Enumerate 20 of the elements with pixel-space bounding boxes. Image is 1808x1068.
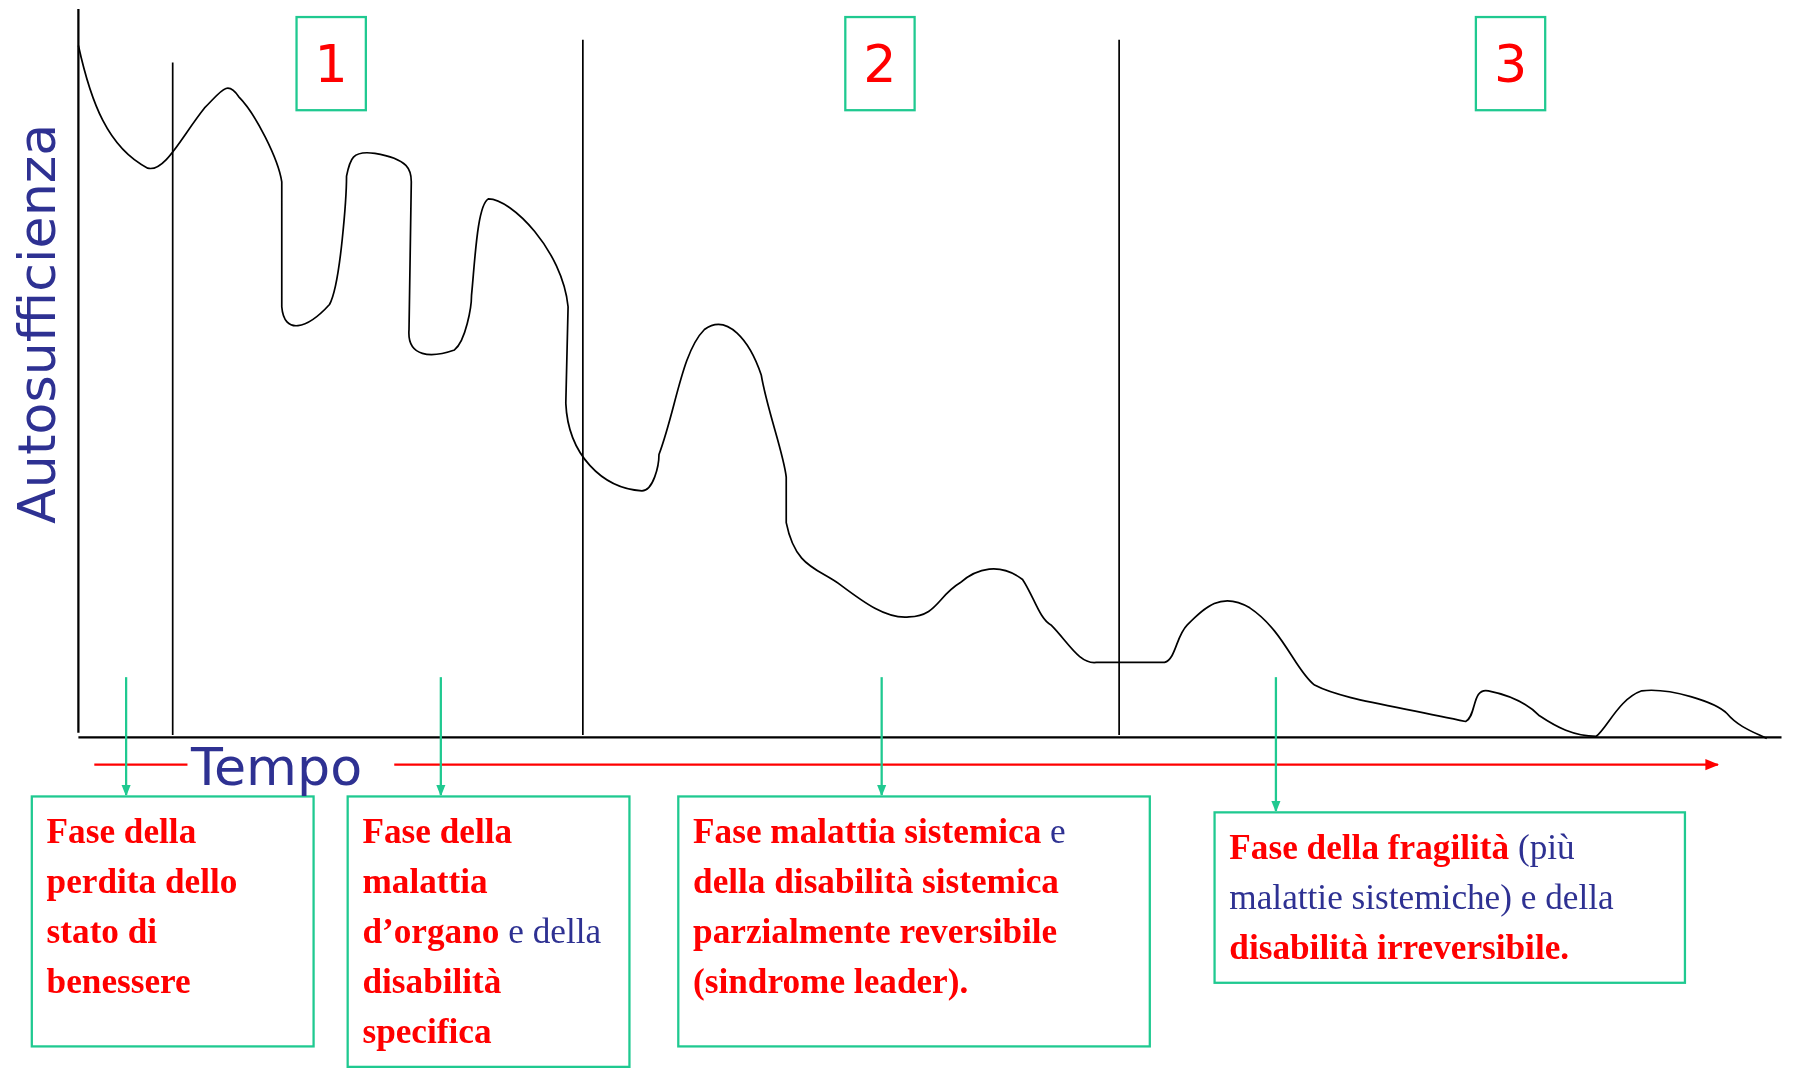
- arrow: [1271, 677, 1281, 813]
- phase-number-box: [1474, 15, 1547, 112]
- axis-label: Autosufficienza: [5, 123, 68, 524]
- phase-box: [30, 795, 315, 1048]
- phase-description: Fase malattia sistemica e della disabilità sistemica parzialmente reversibile (sindrome leader).: [693, 810, 1067, 1003]
- phase-number: 2: [863, 32, 897, 95]
- phase-number-box: [295, 15, 367, 112]
- arrow: [877, 677, 887, 797]
- phase-box: [1213, 811, 1687, 984]
- phase-description: Fase della fragilità (più malattie sistemiche) e della disabilità irreversibile.: [1229, 826, 1615, 969]
- arrow: [436, 677, 446, 797]
- phase-box: [346, 795, 631, 1068]
- phase-number-box: [844, 15, 916, 112]
- phase-description: Fase della perdita dello stato di benessere: [46, 810, 239, 1003]
- phase-description: Fase della malattia d’organo e della disabilità specifica: [362, 810, 603, 1053]
- phase-number: 3: [1493, 32, 1528, 95]
- phase-box: [677, 795, 1151, 1048]
- phase-number: 1: [314, 32, 348, 95]
- arrow: [121, 677, 131, 797]
- axis-label: Tempo: [190, 736, 363, 798]
